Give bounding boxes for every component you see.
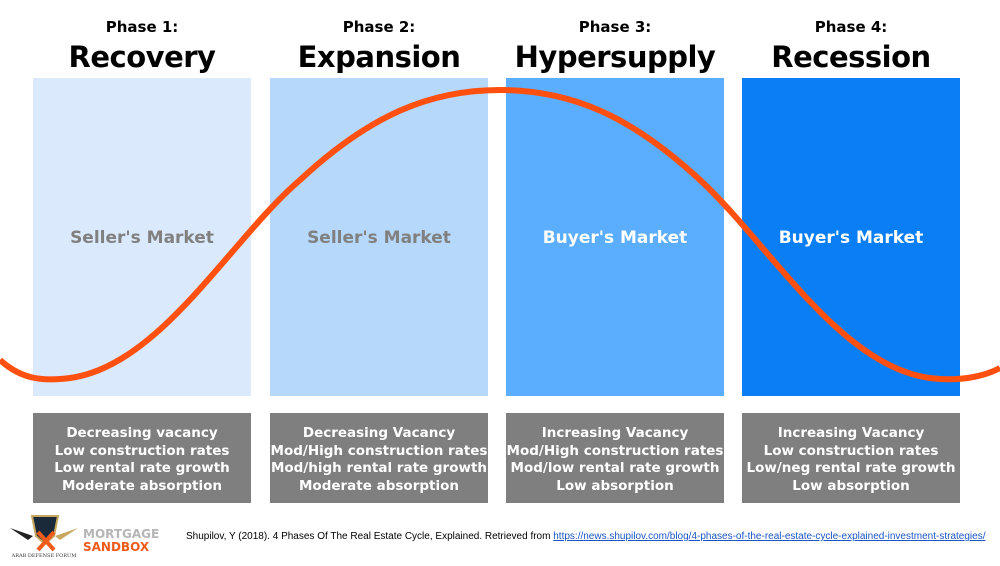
citation-link[interactable]: https://news.shupilov.com/blog/4-phases-… bbox=[553, 531, 986, 542]
cycle-line bbox=[0, 86, 1000, 383]
trait: Low absorption bbox=[556, 477, 674, 494]
phase-number: Phase 4: bbox=[814, 18, 888, 36]
trait: Mod/high rental rate growth bbox=[270, 460, 488, 476]
svg-text:ARAB DEFENSE FORUM: ARAB DEFENSE FORUM bbox=[11, 553, 77, 559]
trait: Mod/High construction rates bbox=[270, 442, 488, 459]
trait: Decreasing vacancy bbox=[66, 425, 218, 441]
emblem-icon: ARAB DEFENSE FORUM bbox=[10, 515, 78, 559]
market-label: Seller's Market bbox=[70, 228, 214, 248]
trait: Low construction rates bbox=[763, 442, 939, 459]
trait: Low rental rate growth bbox=[54, 460, 230, 476]
phase-2-column bbox=[270, 78, 488, 396]
trait: Low/neg rental rate growth bbox=[746, 460, 956, 476]
phase-name: Expansion bbox=[297, 40, 461, 74]
trait: Mod/low rental rate growth bbox=[510, 460, 720, 476]
trait: Moderate absorption bbox=[299, 477, 459, 494]
phase-name: Recovery bbox=[68, 40, 216, 74]
phase-number: Phase 1: bbox=[105, 18, 179, 36]
trait: Moderate absorption bbox=[62, 477, 222, 494]
phase-2-header: Phase 2: Expansion bbox=[270, 18, 488, 74]
phase-4-header: Phase 4: Recession bbox=[742, 18, 960, 74]
market-label: Buyer's Market bbox=[778, 228, 924, 248]
trait: Decreasing Vacancy bbox=[302, 425, 456, 441]
phase-number: Phase 3: bbox=[578, 18, 652, 36]
logo-text-sandbox: SANDBOX bbox=[83, 540, 150, 554]
phase-3-header: Phase 3: Hypersupply bbox=[506, 18, 724, 74]
phase-number: Phase 2: bbox=[342, 18, 416, 36]
phase-name: Recession bbox=[771, 40, 931, 74]
phase-3-column bbox=[506, 78, 724, 396]
market-label: Buyer's Market bbox=[542, 228, 688, 248]
logo: ARAB DEFENSE FORUM MORTGAGE SANDBOX bbox=[8, 510, 159, 562]
trait: Low construction rates bbox=[54, 442, 230, 459]
market-label: Seller's Market bbox=[307, 228, 451, 248]
trait: Increasing Vacancy bbox=[777, 425, 925, 441]
citation: Shupilov, Y (2018). 4 Phases Of The Real… bbox=[186, 531, 985, 542]
trait: Low absorption bbox=[792, 477, 910, 494]
trait: Increasing Vacancy bbox=[541, 425, 689, 441]
trait: Mod/High construction rates bbox=[506, 442, 724, 459]
phase-name: Hypersupply bbox=[514, 40, 716, 74]
phase-1-header: Phase 1: Recovery bbox=[33, 18, 251, 74]
logo-text-mortgage: MORTGAGE bbox=[83, 527, 160, 541]
citation-text: Shupilov, Y (2018). 4 Phases Of The Real… bbox=[186, 531, 554, 542]
